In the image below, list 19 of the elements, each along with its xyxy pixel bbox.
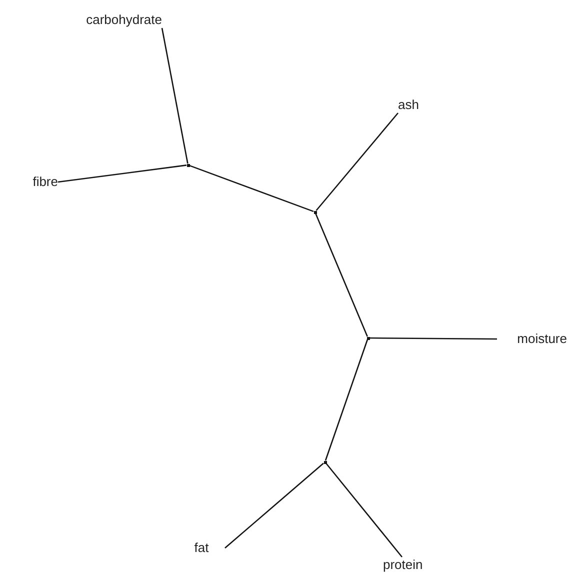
tree-branch bbox=[370, 337, 497, 340]
leaf-label: moisture bbox=[497, 331, 567, 347]
branch-junction bbox=[324, 460, 326, 464]
leaf-label: carbohydrate bbox=[42, 12, 162, 28]
leaf-label: ash bbox=[398, 97, 438, 113]
tree-branch bbox=[324, 339, 368, 461]
tree-branch bbox=[316, 112, 398, 211]
tree-branch bbox=[189, 164, 314, 212]
tree-branch bbox=[326, 463, 402, 558]
leaf-label: protein bbox=[383, 557, 443, 573]
branch-junction bbox=[186, 164, 190, 166]
leaf-label: fat bbox=[178, 540, 225, 556]
tree-branch bbox=[224, 462, 324, 548]
branch-junction bbox=[366, 336, 370, 340]
tree-branch bbox=[315, 213, 368, 337]
leaf-label: fibre bbox=[10, 174, 58, 190]
tree-branch bbox=[161, 28, 188, 164]
tree-branch bbox=[58, 164, 187, 183]
branch-junction bbox=[314, 210, 316, 214]
